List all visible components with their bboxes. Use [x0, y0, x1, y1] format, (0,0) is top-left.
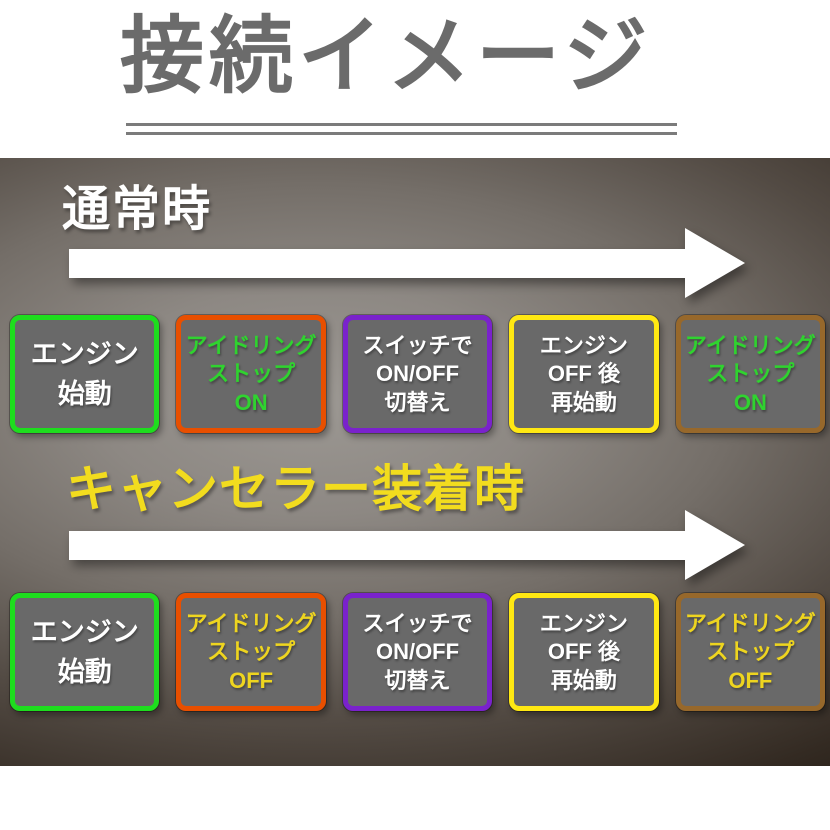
flow-box-switch-toggle: スイッチで ON/OFF 切替え [342, 593, 493, 711]
box-line: OFF [229, 667, 274, 693]
box-line: 再始動 [550, 667, 617, 693]
box-line: 切替え [384, 667, 451, 693]
flow-box-engine-start: エンジン 始動 [10, 593, 160, 711]
box-line: ON/OFF [375, 639, 460, 665]
flow-box-idling-stop-on: アイドリング ストップ ON [176, 315, 326, 433]
box-line: OFF [728, 667, 773, 693]
title-underline [126, 123, 677, 135]
box-line: ストップ [207, 361, 296, 387]
box-line: アイドリング [684, 611, 816, 637]
box-line: 始動 [57, 378, 112, 409]
box-line: アイドリング [185, 611, 317, 637]
section-heading-normal: 通常時 [62, 183, 213, 236]
box-line: エンジン [30, 617, 139, 648]
box-line: エンジン [539, 611, 628, 637]
flow-box-switch-toggle: スイッチで ON/OFF 切替え [342, 315, 493, 433]
box-line: ON [733, 389, 767, 415]
box-line: エンジン [30, 339, 139, 370]
flow-diagram-panel: 通常時 エンジン 始動 アイドリング ストップ ON スイッチで ON/OFF … [0, 158, 830, 766]
arrow-right-icon [69, 510, 745, 580]
box-line: ストップ [706, 361, 795, 387]
box-line: 始動 [57, 656, 112, 687]
underline-top-rule [126, 123, 677, 126]
section-heading-canceller: キャンセラー装着時 [66, 461, 525, 517]
flow-box-idling-stop-off: アイドリング ストップ OFF [176, 593, 326, 711]
box-line: ストップ [706, 639, 795, 665]
page-title: 接続イメージ [120, 9, 653, 103]
box-line: ON/OFF [375, 361, 460, 387]
arrow-right-icon [69, 228, 745, 298]
box-line: ON [234, 389, 268, 415]
flow-row-normal: エンジン 始動 アイドリング ストップ ON スイッチで ON/OFF 切替え … [0, 315, 830, 433]
box-line: アイドリング [684, 333, 816, 359]
box-line: 再始動 [550, 389, 617, 415]
box-line: エンジン [539, 333, 628, 359]
flow-box-engine-start: エンジン 始動 [10, 315, 160, 433]
underline-bottom-rule [126, 132, 677, 135]
flow-box-engine-off-restart: エンジン OFF 後 再始動 [509, 315, 659, 433]
flow-box-idling-stop-off-repeat: アイドリング ストップ OFF [675, 593, 826, 711]
box-line: スイッチで [362, 333, 473, 359]
flow-row-canceller: エンジン 始動 アイドリング ストップ OFF スイッチで ON/OFF 切替え… [0, 593, 830, 711]
box-line: アイドリング [185, 333, 317, 359]
box-line: OFF 後 [547, 639, 620, 665]
box-line: ストップ [207, 639, 296, 665]
box-line: 切替え [384, 389, 451, 415]
box-line: スイッチで [362, 611, 473, 637]
box-line: OFF 後 [547, 361, 620, 387]
flow-box-idling-stop-on-repeat: アイドリング ストップ ON [675, 315, 826, 433]
flow-box-engine-off-restart: エンジン OFF 後 再始動 [509, 593, 659, 711]
